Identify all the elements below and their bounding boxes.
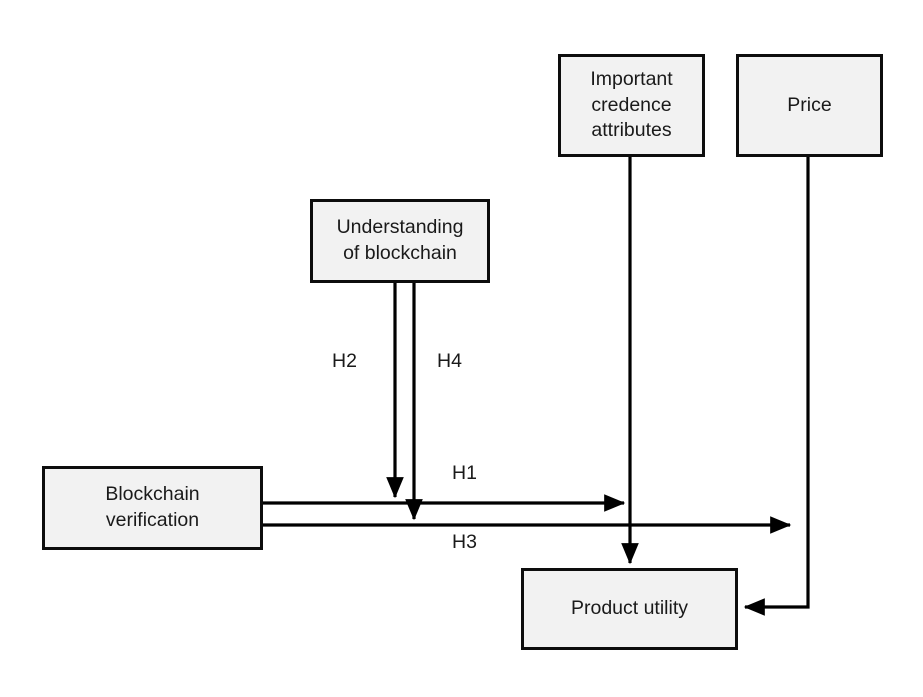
node-label-important-credence-attributes: Important credence attributes [590, 67, 673, 142]
node-label-understanding-of-blockchain: Understanding of blockchain [336, 216, 464, 264]
node-price[interactable]: Price [736, 54, 883, 157]
node-blockchain-verification[interactable]: Blockchain verification [42, 466, 263, 550]
edge-label-h4: H4 [437, 350, 462, 372]
node-label-blockchain-verification: Blockchain verification [105, 483, 200, 531]
edge-label-h3: H3 [452, 531, 477, 553]
node-important-credence-attributes[interactable]: Important credence attributes [558, 54, 705, 157]
connector-price-to-product-utility [743, 157, 810, 616]
node-product-utility[interactable]: Product utility [521, 568, 738, 650]
edge-label-h1: H1 [452, 462, 477, 484]
edge-label-h2: H2 [332, 350, 357, 372]
node-label-price: Price [787, 93, 832, 116]
node-understanding-of-blockchain[interactable]: Understanding of blockchain [310, 199, 490, 283]
node-label-product-utility: Product utility [570, 597, 689, 620]
